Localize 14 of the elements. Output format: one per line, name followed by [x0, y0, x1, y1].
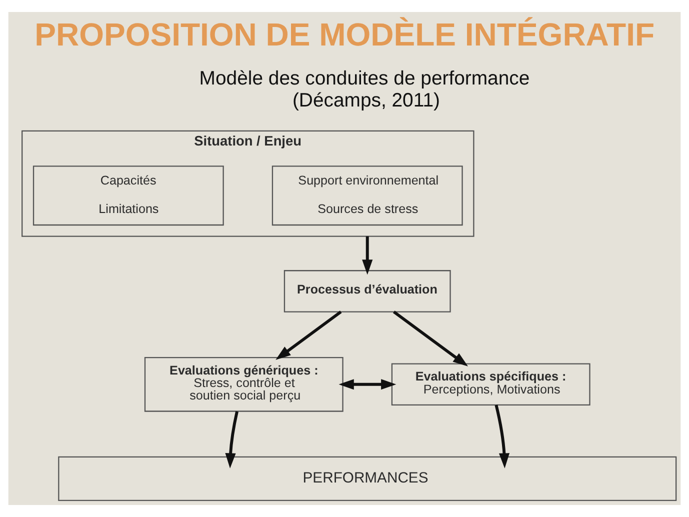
arrow — [225, 411, 238, 468]
diagram-title: PROPOSITION DE MODÈLE INTÉGRATIF — [34, 16, 655, 53]
node-box: Evaluations spécifiques : Perceptions, Motivations — [391, 363, 590, 406]
arrow — [276, 310, 342, 360]
node-box: Processus d’évaluation — [284, 270, 451, 312]
label: Modèle des conduites de performance (Décamps, 2011) — [199, 68, 530, 112]
node-box: Capacités Limitations — [32, 166, 224, 226]
arrow — [392, 310, 468, 366]
node-box: Evaluations génériques : Stress, contrôle et soutien social perçu — [144, 356, 344, 412]
node-box: PERFORMANCES — [58, 456, 677, 501]
arrow — [338, 379, 396, 390]
arrow — [494, 404, 510, 468]
arrow — [362, 236, 373, 275]
node-box: Support environnemental Sources de stress — [272, 166, 463, 226]
